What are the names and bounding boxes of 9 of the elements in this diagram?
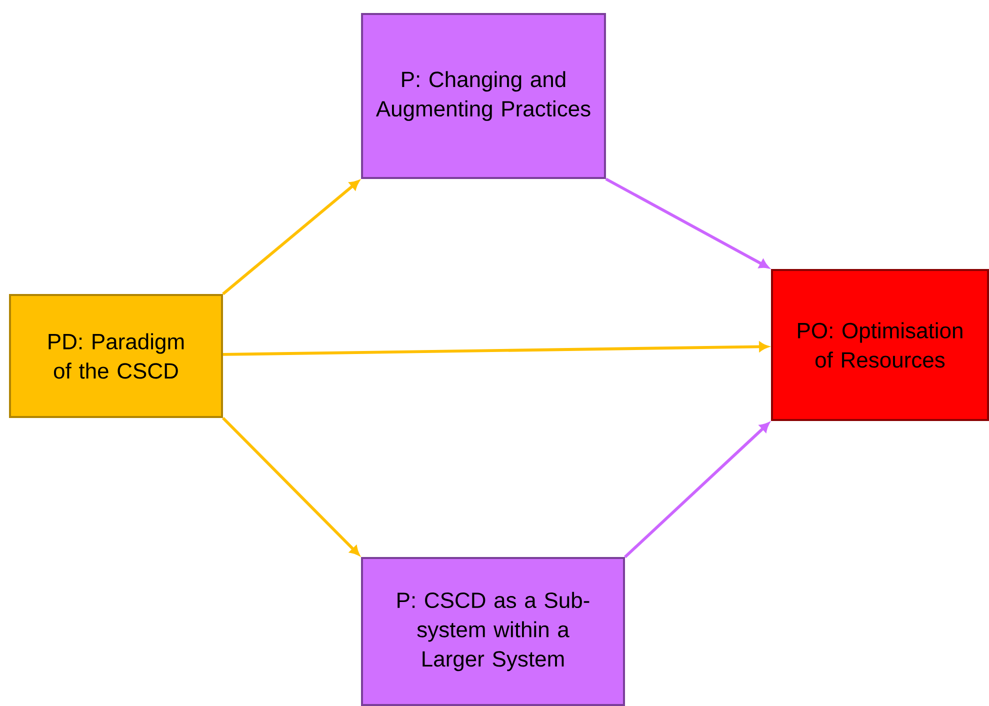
arrow bbox=[222, 180, 360, 296]
process-box: P: Changing and Augmenting Practices bbox=[361, 13, 606, 179]
arrow bbox=[222, 416, 360, 556]
arrow bbox=[222, 342, 768, 356]
arrow bbox=[624, 422, 770, 558]
process-box: PO: Optimisation of Resources bbox=[771, 269, 989, 421]
arrow bbox=[605, 178, 769, 268]
process-box: P: CSCD as a Sub-system within a Larger System bbox=[361, 557, 625, 706]
process-box: PD: Paradigm of the CSCD bbox=[9, 294, 223, 418]
